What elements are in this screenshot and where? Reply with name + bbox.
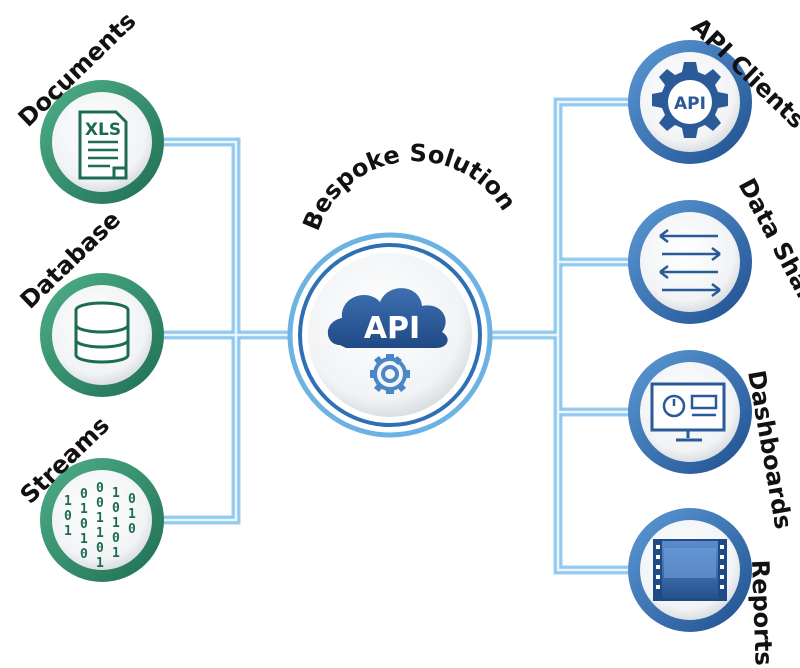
database-icon xyxy=(74,301,130,364)
svg-text:0: 0 xyxy=(96,496,104,511)
svg-text:1: 1 xyxy=(96,526,104,541)
node-bespoke-solution: API xyxy=(287,232,493,438)
svg-text:0: 0 xyxy=(128,522,136,537)
node-api-clients: API xyxy=(628,40,752,164)
xls-badge: XLS xyxy=(85,120,121,140)
api-badge-clients: API xyxy=(674,94,706,114)
label-dashboards: Dashboards xyxy=(742,368,797,531)
monitor-dashboard-icon xyxy=(650,382,726,442)
svg-text:0: 0 xyxy=(96,481,104,496)
svg-text:1: 1 xyxy=(80,502,88,517)
svg-text:1: 1 xyxy=(80,532,88,547)
svg-text:0: 0 xyxy=(112,531,120,546)
node-documents: XLS xyxy=(40,80,164,204)
api-cloud-icon: API xyxy=(327,288,448,348)
exchange-arrows-icon xyxy=(659,229,721,297)
svg-text:0: 0 xyxy=(96,541,104,556)
svg-text:0: 0 xyxy=(80,547,88,562)
svg-text:1: 1 xyxy=(112,486,120,501)
connector-lines xyxy=(160,97,632,575)
svg-text:1: 1 xyxy=(128,507,136,522)
svg-text:0: 0 xyxy=(64,509,72,524)
node-dashboards xyxy=(628,350,752,474)
node-database xyxy=(40,273,164,397)
svg-text:1: 1 xyxy=(64,524,72,539)
xls-document-icon: XLS xyxy=(78,110,128,180)
svg-text:1: 1 xyxy=(96,556,104,571)
gear-icon xyxy=(370,354,410,394)
svg-text:0: 0 xyxy=(112,501,120,516)
label-reports: Reports xyxy=(746,559,778,666)
svg-text:0: 0 xyxy=(80,487,88,502)
label-bespoke-solution: Bespoke Solution xyxy=(297,139,521,234)
api-badge-center: API xyxy=(364,311,420,346)
output-connectors xyxy=(480,97,632,575)
svg-text:0: 0 xyxy=(128,492,136,507)
node-data-sharing xyxy=(628,200,752,324)
api-gear-icon: API xyxy=(652,62,728,138)
svg-text:1: 1 xyxy=(112,546,120,561)
svg-text:0: 0 xyxy=(80,517,88,532)
svg-text:1: 1 xyxy=(112,516,120,531)
svg-text:1: 1 xyxy=(64,494,72,509)
svg-text:1: 1 xyxy=(96,511,104,526)
input-connectors xyxy=(160,137,300,525)
node-reports xyxy=(628,508,752,632)
report-film-icon xyxy=(653,539,727,601)
